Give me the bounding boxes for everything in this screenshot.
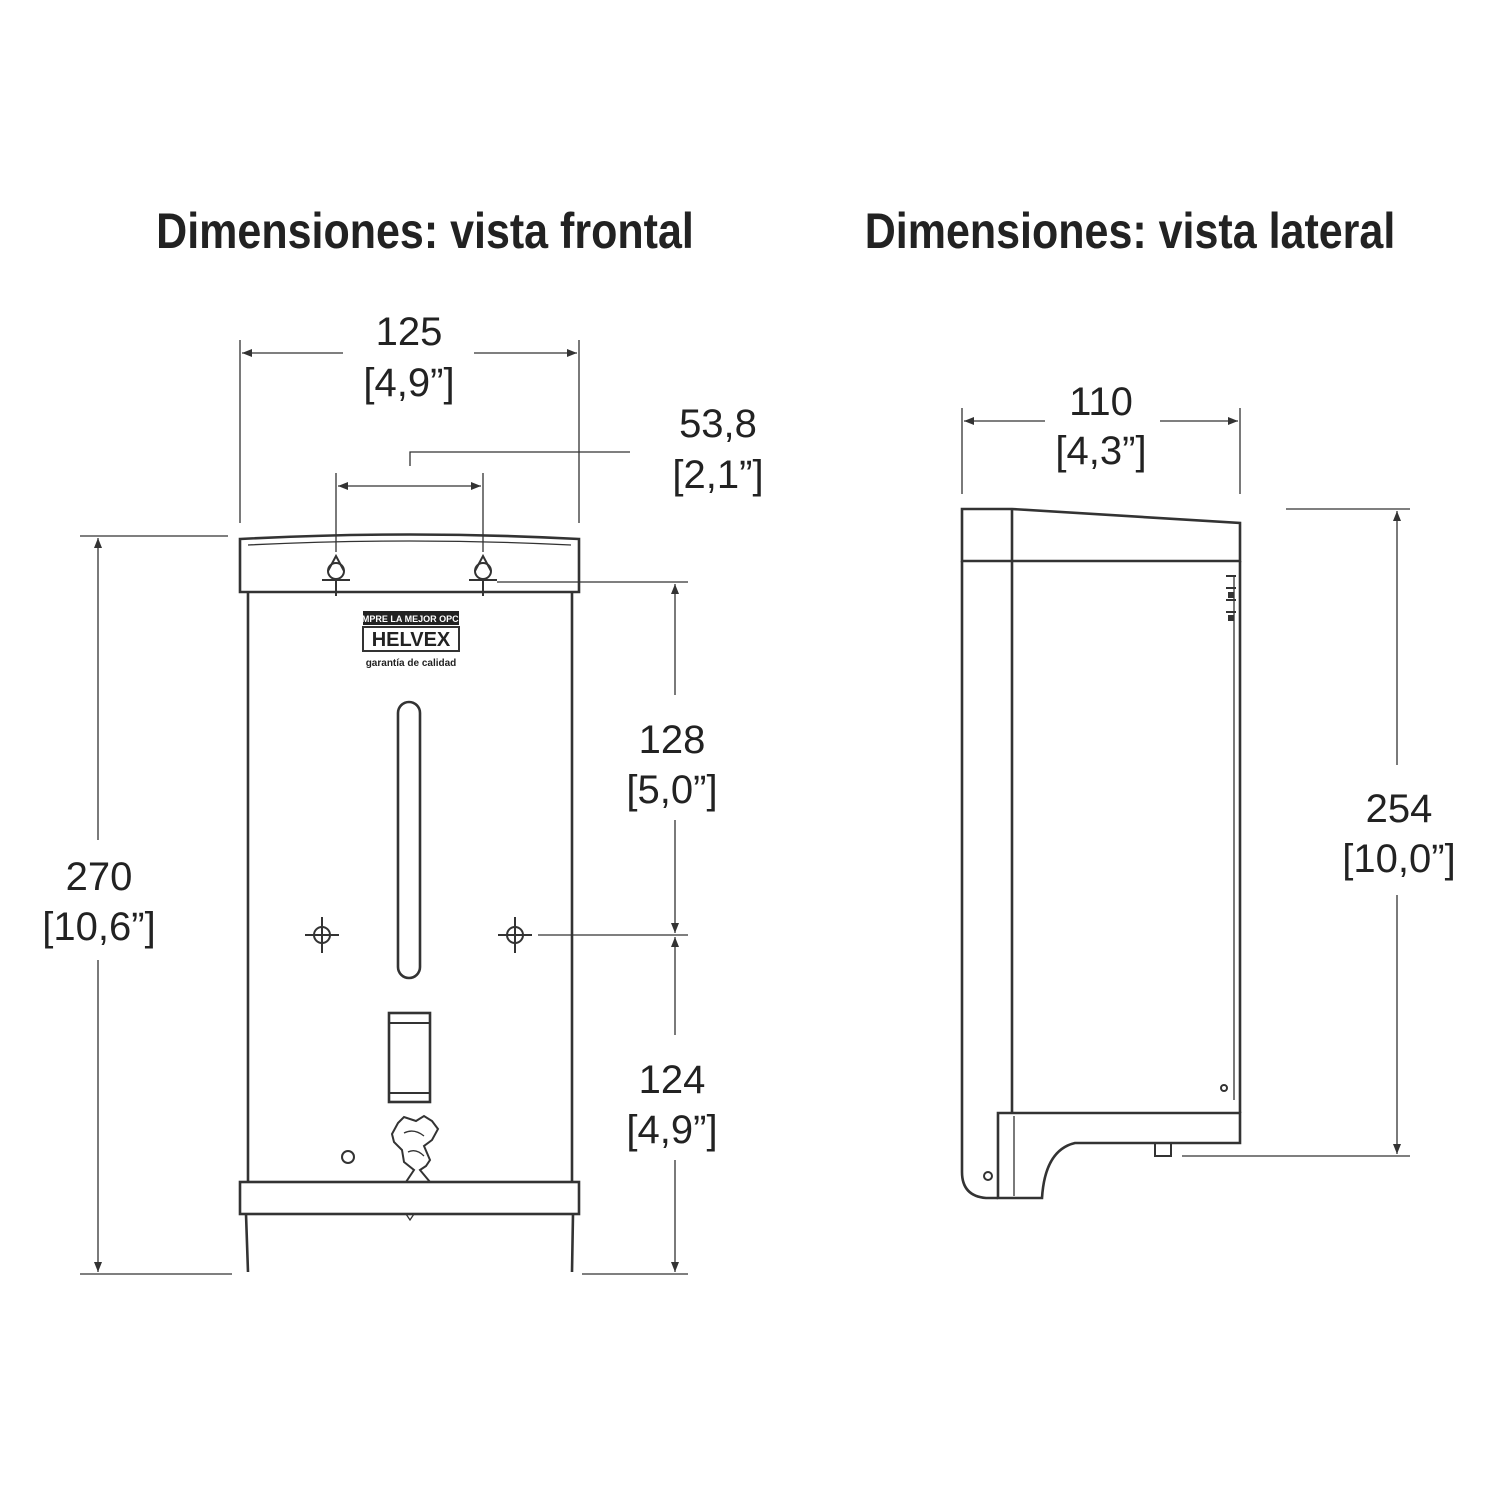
dim-width-front-in: [4,9”] bbox=[363, 361, 454, 405]
dim-lower-section-mm: 124 bbox=[639, 1058, 706, 1102]
front-bottom-base bbox=[238, 1180, 581, 1273]
dispense-nozzle bbox=[390, 1114, 440, 1183]
dim-lower-section: 124 [4,9”] bbox=[582, 937, 718, 1275]
level-window bbox=[396, 700, 422, 980]
dim-hole-spacing-mm: 53,8 bbox=[679, 402, 757, 446]
dim-height-side: 254 [10,0”] bbox=[1182, 508, 1456, 1157]
front-view-title: Dimensiones: vista frontal bbox=[156, 203, 694, 259]
side-view-title: Dimensiones: vista lateral bbox=[864, 203, 1396, 259]
dim-height-front-mm: 270 bbox=[66, 855, 133, 899]
dim-depth-side: 110 [4,3”] bbox=[961, 380, 1241, 494]
helvex-logo: SIEMPRE LA MEJOR OPCIÓN HELVEX garantía … bbox=[347, 611, 475, 669]
logo-tagline: garantía de calidad bbox=[366, 658, 457, 669]
indicator-light bbox=[341, 1150, 355, 1164]
dim-hole-spacing-in: [2,1”] bbox=[672, 453, 763, 497]
dim-depth-side-mm: 110 bbox=[1069, 380, 1133, 424]
side-top-cap bbox=[960, 507, 1242, 563]
keyhole-slot-left bbox=[322, 553, 350, 596]
dim-width-front-mm: 125 bbox=[376, 310, 443, 354]
dim-height-side-mm: 254 bbox=[1366, 787, 1433, 831]
dim-width-front: 125 [4,9”] bbox=[239, 310, 580, 523]
side-sensor-detail bbox=[1220, 575, 1236, 1092]
dim-hole-spacing: 53,8 [2,1”] bbox=[335, 402, 764, 552]
dim-depth-side-in: [4,3”] bbox=[1055, 429, 1146, 473]
side-back-plate bbox=[960, 561, 998, 1200]
side-nozzle-tip bbox=[1154, 1142, 1172, 1157]
mount-hole-right bbox=[498, 917, 532, 953]
logo-line1: SIEMPRE LA MEJOR OPCIÓN bbox=[347, 613, 474, 624]
side-view-dispenser bbox=[960, 507, 1242, 1200]
front-view-dispenser: SIEMPRE LA MEJOR OPCIÓN HELVEX garantía … bbox=[238, 533, 581, 1273]
dim-upper-section: 128 [5,0”] bbox=[497, 581, 718, 936]
dim-height-front: 270 [10,6”] bbox=[42, 535, 232, 1275]
logo-brand: HELVEX bbox=[372, 629, 451, 651]
dim-lower-section-in: [4,9”] bbox=[626, 1108, 717, 1152]
side-bottom-bracket bbox=[983, 1111, 1242, 1200]
keyhole-slot-right bbox=[469, 553, 497, 596]
front-body bbox=[246, 592, 574, 1182]
sensor-window bbox=[387, 1011, 432, 1104]
front-top-cap bbox=[238, 533, 581, 594]
dim-upper-section-in: [5,0”] bbox=[626, 768, 717, 812]
dim-height-side-in: [10,0”] bbox=[1342, 837, 1455, 881]
dim-upper-section-mm: 128 bbox=[639, 718, 706, 762]
side-body bbox=[1010, 561, 1242, 1113]
mount-hole-left bbox=[305, 917, 339, 953]
dim-height-front-in: [10,6”] bbox=[42, 905, 155, 949]
